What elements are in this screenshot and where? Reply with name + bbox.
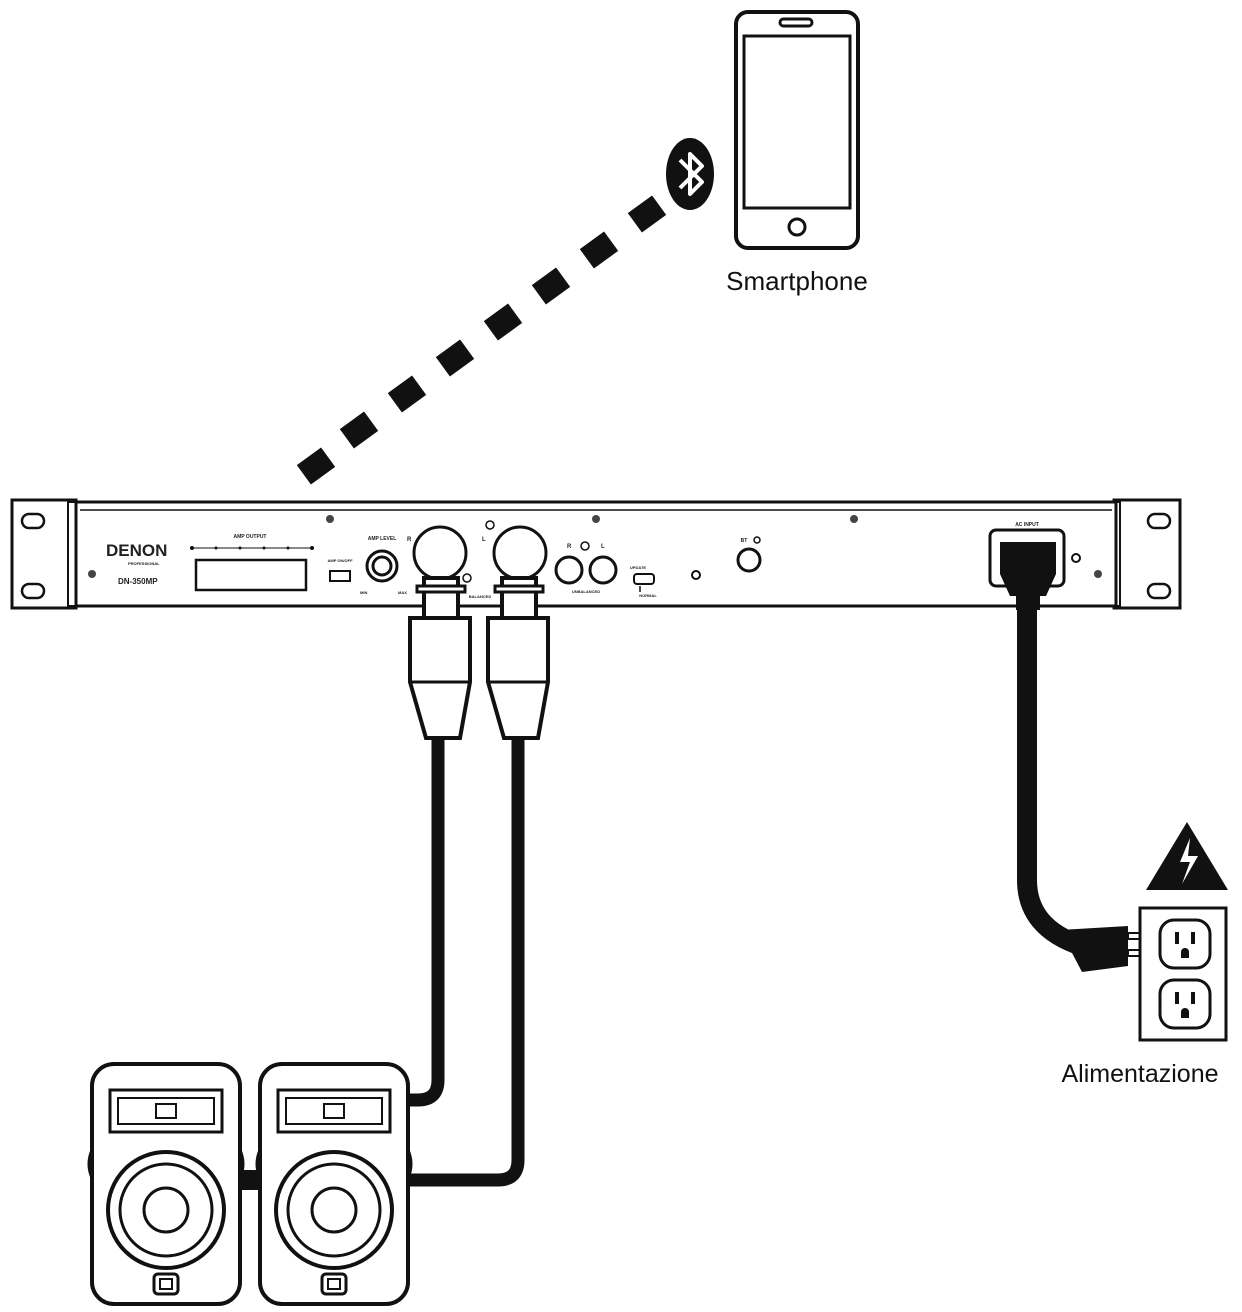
- amp-output-label: AMP OUTPUT: [234, 534, 267, 540]
- high-voltage-warning-icon: [1146, 822, 1228, 890]
- normal-label: NORMAL: [639, 593, 657, 598]
- wireless-link: [296, 195, 667, 485]
- unbalanced-left-label: L: [601, 544, 605, 550]
- balanced-left-label: L: [482, 537, 486, 543]
- power-cable: [1000, 542, 1157, 972]
- xlr-jack-left[interactable]: [492, 525, 548, 581]
- smartphone-label: Smartphone: [726, 266, 868, 296]
- balanced-right-label: R: [407, 537, 412, 543]
- unbalanced-right-label: R: [567, 544, 572, 550]
- ac-input-label: AC INPUT: [1015, 522, 1039, 528]
- level-max-label: MAX: [398, 590, 407, 595]
- update-label: UPDATE: [630, 565, 646, 570]
- unbalanced-label: UNBALANCED: [572, 589, 600, 594]
- bt-pair-label: BT: [741, 538, 748, 544]
- update-normal-switch[interactable]: [633, 573, 655, 585]
- device-brand: DENON: [106, 541, 167, 560]
- xlr-cable-left: [408, 576, 550, 1187]
- wall-outlet: [1138, 906, 1228, 1042]
- amp-level-label: AMP LEVEL: [368, 536, 397, 542]
- smartphone: [734, 10, 860, 250]
- level-min-label: MIN: [360, 590, 367, 595]
- amp-on-off-label: AMP ON/OFF: [327, 558, 353, 563]
- speaker-left: [87, 1062, 245, 1306]
- rca-jack-left[interactable]: [588, 555, 618, 585]
- device-model: DN-350MP: [118, 577, 158, 586]
- power-label: Alimentazione: [1061, 1060, 1218, 1088]
- xlr-jack-right[interactable]: [412, 525, 468, 581]
- balanced-label: BALANCED: [469, 594, 492, 599]
- device-brand-sub: PROFESSIONAL: [128, 561, 160, 566]
- bt-pair-button[interactable]: [736, 547, 762, 573]
- amp-level-knob[interactable]: [365, 549, 399, 583]
- bluetooth-icon: [666, 138, 714, 210]
- xlr-cable-right: [408, 576, 472, 1107]
- rca-jack-right[interactable]: [554, 555, 584, 585]
- speaker-right: [255, 1062, 413, 1306]
- amp-output-meter: [190, 546, 314, 592]
- amp-on-off-switch[interactable]: [329, 570, 351, 582]
